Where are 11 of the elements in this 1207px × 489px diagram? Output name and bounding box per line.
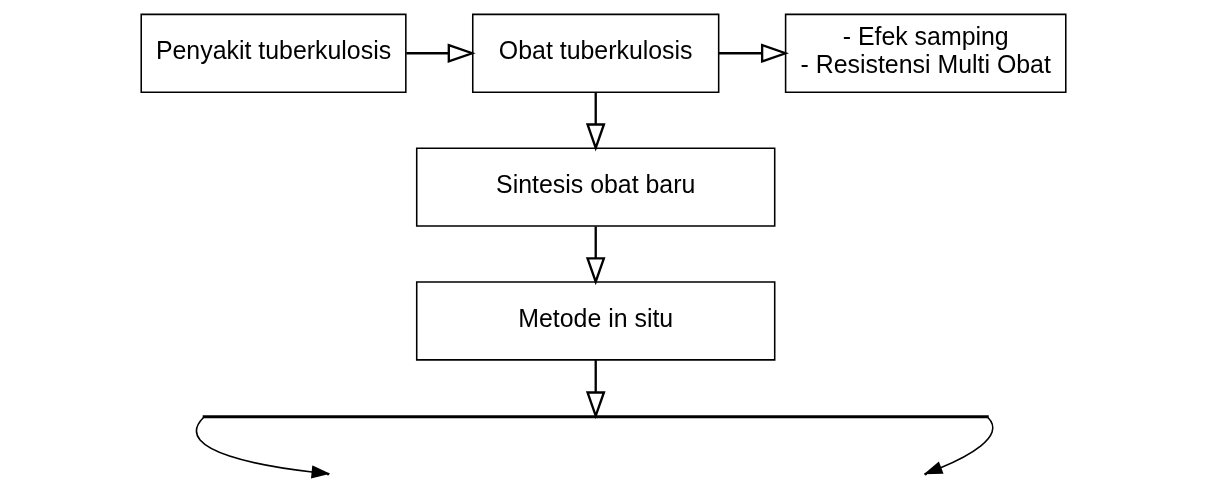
arrow: [718, 43, 789, 64]
arrow: [585, 360, 606, 420]
arrow: [585, 92, 606, 152]
node-box: Metode in situ: [415, 281, 776, 361]
arrow: [406, 43, 476, 64]
arrow: [585, 226, 606, 286]
node-bar: [202, 415, 989, 419]
node-box: Obat tuberkulosis: [472, 13, 720, 93]
node-box: Sintesis obat baru: [415, 147, 776, 227]
node-box: Penyakit tuberkulosis: [140, 13, 407, 93]
node-box: - Efek samping - Resistensi Multi Obat: [784, 13, 1067, 93]
